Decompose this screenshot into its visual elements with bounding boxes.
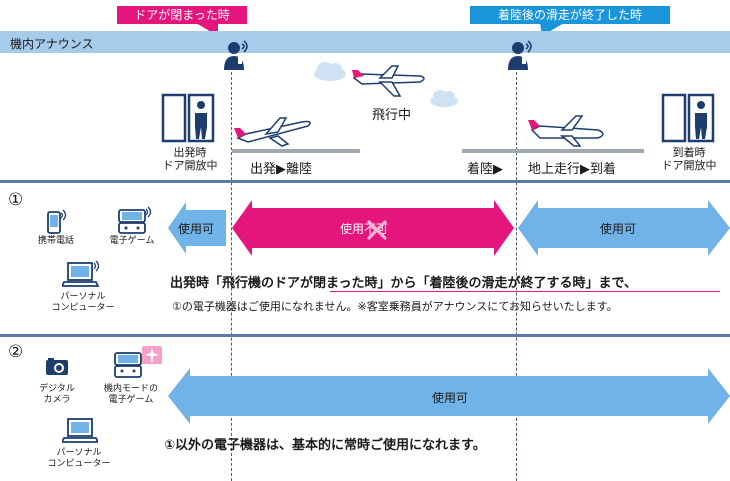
airplane-mode-game-label: 機内モードの 電子ゲーム (96, 384, 166, 406)
door-closed-line (231, 72, 232, 481)
airplane-mode-icon (142, 346, 162, 364)
arrow-usable-all (168, 368, 730, 424)
section1-underline (330, 291, 720, 292)
x-mark-icon (367, 220, 387, 240)
section-divider (0, 334, 730, 337)
section2-number: ② (8, 342, 24, 362)
airplane-icon (234, 117, 311, 147)
door-icon (161, 93, 215, 143)
game-device-icon (118, 206, 152, 234)
landing-label: 着陸▶ (467, 162, 503, 177)
airplane-icon (526, 115, 604, 147)
landing-bar (462, 149, 644, 153)
pc-label: パーソナル コンピューター (44, 448, 114, 470)
takeoff-label: 出発▶離陸 (250, 162, 312, 177)
arrival-door-line2: ドア開放中 (661, 159, 717, 172)
section2-arrows (168, 368, 730, 424)
pc-label-line1: パーソナル (60, 292, 106, 302)
callout-door-closed-text: ドアが閉まった時 (134, 8, 230, 22)
announce-bar (0, 31, 730, 53)
arrival-door-line1: 到着時 (672, 146, 706, 159)
speaker-person-icon (508, 40, 532, 70)
pc-label: パーソナル コンピューター (48, 292, 118, 314)
airplane-mode-game-line1: 機内モードの (103, 384, 158, 394)
callout-taxi-end: 着陸後の滑走が終了した時 (470, 6, 670, 24)
in-flight-label: 飛行中 (372, 108, 412, 123)
departure-door-label: 出発時 ドア開放中 (160, 146, 220, 172)
arrival-door-label: 到着時 ドア開放中 (656, 146, 722, 172)
pc-label-line1: パーソナル (56, 448, 102, 458)
arrow-usable-left (168, 202, 226, 254)
game-device-label: 電子ゲーム (109, 236, 155, 246)
departure-door-line1: 出発時 (173, 146, 207, 159)
pc-label-line2: コンピューター (47, 459, 111, 469)
laptop-icon (62, 260, 100, 287)
camera-icon (46, 358, 68, 375)
speaker-person-icon (224, 40, 248, 70)
section1-bold-message: 出発時「飛行機のドアが閉まった時」から「着陸後の滑走が終了する時」まで、 (170, 276, 637, 291)
taxi-end-line (516, 72, 517, 481)
camera-label-line1: デジタル (39, 384, 75, 394)
departure-door-line2: ドア開放中 (162, 159, 218, 172)
cloud-icon (314, 62, 346, 81)
section1-arrows (168, 200, 730, 256)
callout-taxi-end-text: 着陸後の滑走が終了した時 (497, 8, 642, 22)
takeoff-bar (232, 149, 360, 153)
mobile-phone-label: 携帯電話 (37, 236, 74, 246)
taxi-arrival-label: 地上走行▶到着 (528, 162, 616, 177)
arrow-left-label: 使用可 (178, 222, 215, 236)
section2-bold-message: ①以外の電子機器は、基本的に常時ご使用になれます。 (164, 438, 486, 453)
airplane-mode-game-line2: 電子ゲーム (108, 395, 154, 405)
section1-message: ①の電子機器はご使用になれません。※客室乗務員がアナウンスにてお知らせいたします… (172, 300, 618, 313)
arrow-right-label: 使用可 (600, 222, 637, 236)
airplane-icon (352, 65, 425, 97)
game-device-icon (114, 352, 142, 378)
section2-arrow-label: 使用可 (432, 391, 469, 405)
pc-label-line2: コンピューター (51, 303, 115, 313)
door-icon (661, 93, 715, 143)
cloud-icon (430, 90, 458, 107)
camera-label: デジタル カメラ (30, 384, 84, 406)
laptop-icon (62, 418, 98, 443)
section-divider (0, 180, 730, 183)
section1-number: ① (8, 190, 24, 210)
callout-door-closed: ドアが閉まった時 (117, 6, 247, 24)
arrow-usable-right (518, 200, 730, 256)
announce-label: 機内アナウンス (10, 37, 94, 51)
mobile-phone-icon (47, 209, 67, 234)
camera-label-line2: カメラ (43, 395, 71, 405)
